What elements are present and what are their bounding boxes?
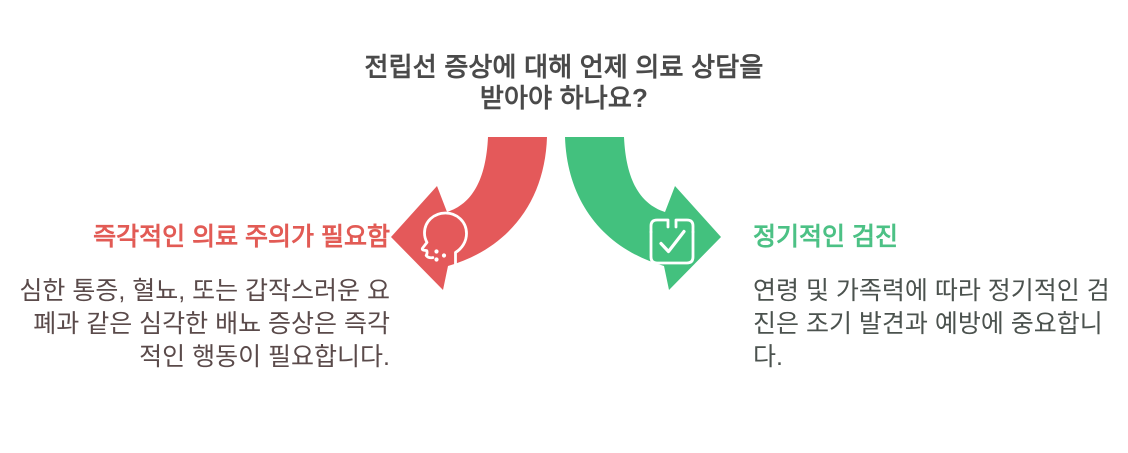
title-line-1: 전립선 증상에 대해 언제 의료 상담을 xyxy=(364,52,764,82)
left-body: 심한 통증, 혈뇨, 또는 갑작스러운 요폐과 같은 심각한 배뇨 증상은 즉각… xyxy=(19,277,390,371)
curved-arrow-right xyxy=(565,137,721,290)
pain-dots xyxy=(434,249,447,262)
head-profile-pain-icon xyxy=(420,211,468,269)
curved-arrow-left xyxy=(391,137,547,290)
checkmark xyxy=(659,229,686,254)
page-title: 전립선 증상에 대해 언제 의료 상담을 받아야 하나요? xyxy=(0,52,1128,114)
right-branch-text: 정기적인 검진 연령 및 가족력에 따라 정기적인 검진은 조기 발견과 예방에… xyxy=(753,222,1113,374)
right-body: 연령 및 가족력에 따라 정기적인 검진은 조기 발견과 예방에 중요합니다. xyxy=(753,277,1110,371)
title-line-2: 받아야 하나요? xyxy=(479,83,649,113)
calendar-check-icon xyxy=(649,218,695,265)
right-heading: 정기적인 검진 xyxy=(753,223,898,251)
left-heading: 즉각적인 의료 주의가 필요함 xyxy=(93,223,390,251)
left-branch-text: 즉각적인 의료 주의가 필요함 심한 통증, 혈뇨, 또는 갑작스러운 요폐과 … xyxy=(18,222,390,374)
